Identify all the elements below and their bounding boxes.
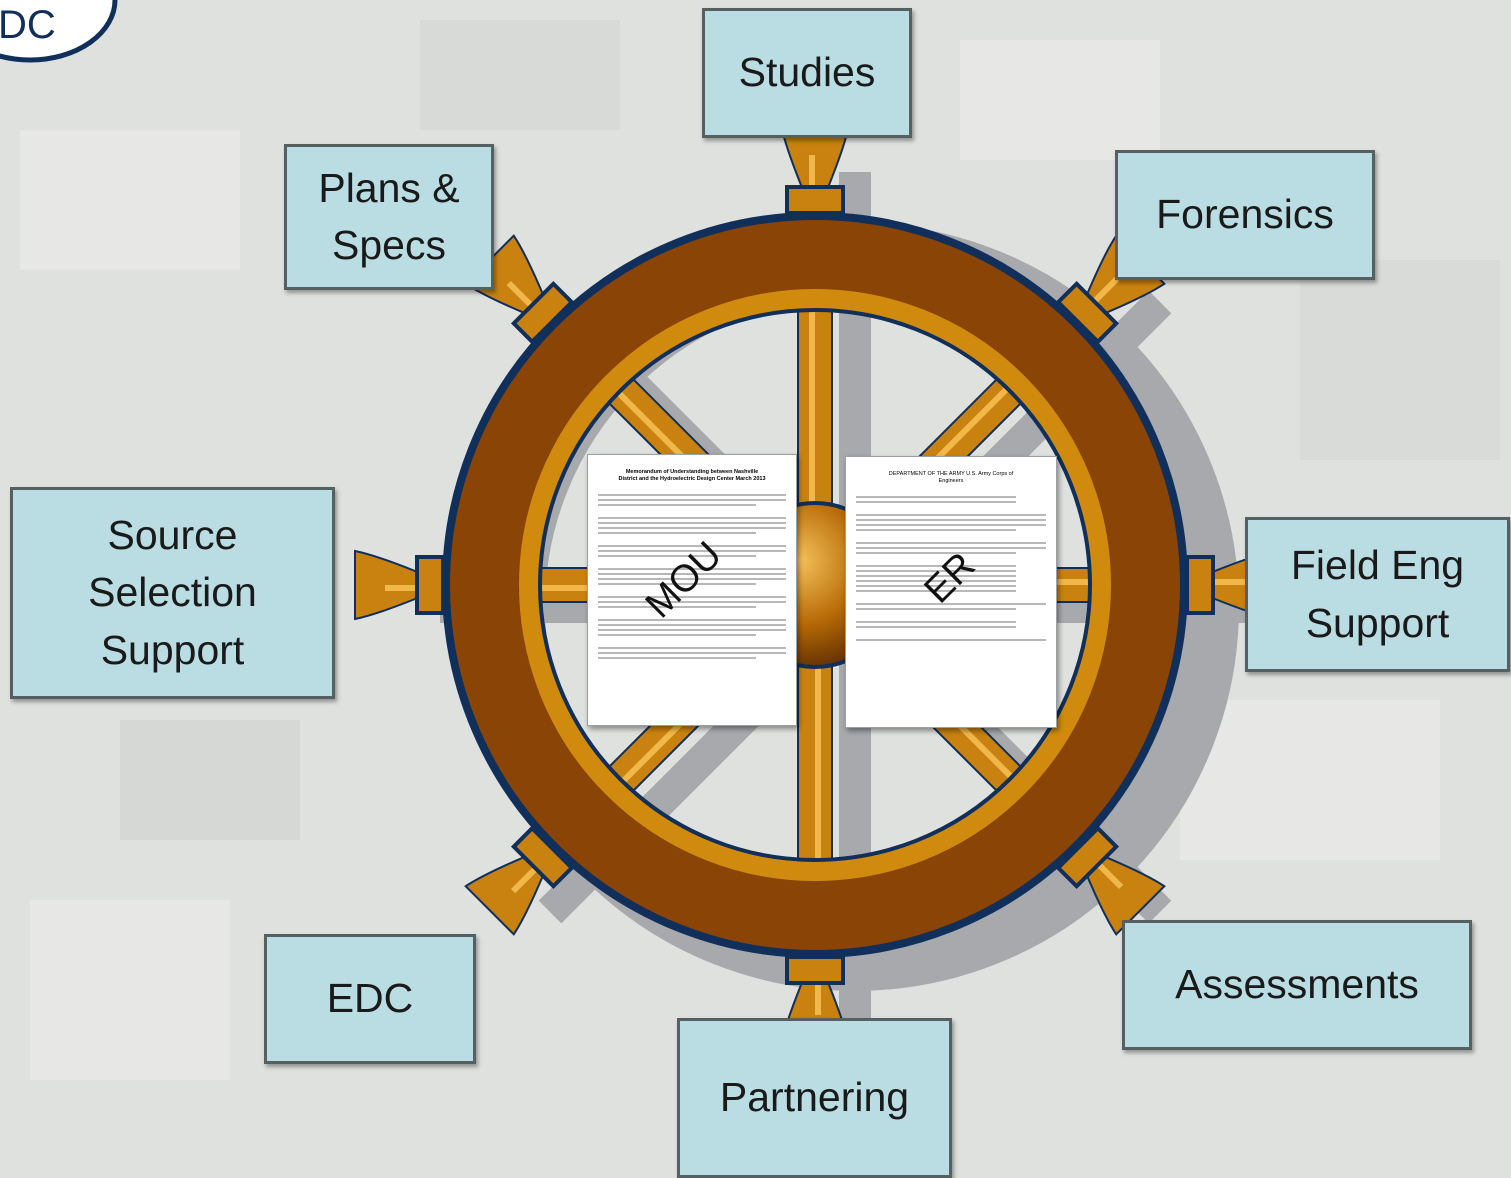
source-selection-support-label: Source Selection Support	[88, 511, 257, 673]
partnering-box[interactable]: Partnering	[677, 1018, 952, 1178]
logo-text: DC	[0, 3, 56, 47]
mou-document[interactable]: Memorandum of Understanding between Nash…	[587, 454, 797, 726]
mou-document-heading: Memorandum of Understanding between Nash…	[618, 469, 766, 483]
plans-specs-label: Plans & Specs	[318, 164, 460, 268]
assessments-label: Assessments	[1175, 961, 1419, 1008]
wheel-rim	[450, 220, 1180, 950]
forensics-box[interactable]: Forensics	[1115, 150, 1375, 280]
wheel-rim-inner-band	[519, 289, 1111, 881]
er-document-heading: DEPARTMENT OF THE ARMY U.S. Army Corps o…	[888, 471, 1014, 485]
background-pattern	[20, 20, 1500, 1080]
field-eng-support-label: Field Eng Support	[1290, 542, 1465, 646]
wheel-rim-outer-edge	[442, 212, 1188, 958]
partnering-label: Partnering	[719, 1074, 910, 1121]
plans-specs-box[interactable]: Plans & Specs	[284, 144, 494, 290]
er-document[interactable]: DEPARTMENT OF THE ARMY U.S. Army Corps o…	[845, 456, 1057, 728]
edc-box[interactable]: EDC	[264, 934, 476, 1064]
studies-label: Studies	[738, 49, 876, 96]
edc-logo: DC	[0, 0, 118, 63]
edc-label: EDC	[326, 975, 414, 1022]
forensics-label: Forensics	[1156, 191, 1334, 238]
wheel-rim-inner-edge	[538, 308, 1092, 862]
source-selection-support-box[interactable]: Source Selection Support	[10, 487, 335, 699]
studies-box[interactable]: Studies	[702, 8, 912, 138]
field-eng-support-box[interactable]: Field Eng Support	[1245, 517, 1510, 672]
assessments-box[interactable]: Assessments	[1122, 920, 1472, 1050]
